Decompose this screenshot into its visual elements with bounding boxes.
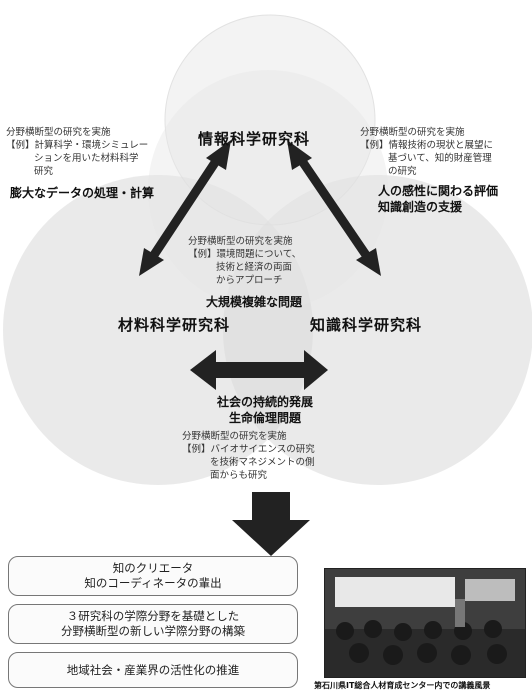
- note-top-right-bold: 人の感性に関わる評価 知識創造の支援: [378, 184, 499, 214]
- note-bottom: 分野横断型の研究を実施 【例】バイオサイエンスの研究 を技術マネジメントの側 面…: [182, 431, 315, 481]
- note-top-left: 分野横断型の研究を実施 【例】計算科学・環境シミュレー ションを用いた材料科学 …: [6, 127, 149, 177]
- note-top-left-bold: 膨大なデータの処理・計算: [10, 186, 155, 200]
- outcome-box-new-fields: ３研究科の学際分野を基礎とした 分野横断型の新しい学際分野の構築: [8, 604, 298, 644]
- note-center-bold: 大規模複雑な問題: [206, 295, 303, 309]
- note-bottom-bold: 社会の持続的発展 生命倫理問題: [216, 395, 313, 425]
- info-knowledge-arrow: [287, 140, 381, 276]
- outcome-box-creators: 知のクリエータ 知のコーディネータの輩出: [8, 556, 298, 596]
- materials-science-circle: [3, 175, 313, 485]
- knowledge-science-circle: [223, 175, 532, 485]
- down-arrow: [232, 492, 310, 556]
- node-materials-science: 材料科学研究科: [118, 316, 231, 334]
- note-top-right: 分野横断型の研究を実施 【例】情報技術の現状と展望に 基づいて、知的財産管理 の…: [360, 127, 494, 177]
- node-knowledge-science: 知識科学研究科: [310, 316, 423, 334]
- outcome-box-regional-activation: 地域社会・産業界の活性化の推進: [8, 652, 298, 688]
- central-overlap-circle: [148, 70, 388, 310]
- materials-knowledge-arrow: [190, 350, 328, 390]
- note-center: 分野横断型の研究を実施 【例】環境問題について、 技術と経済の両面 からアプロー…: [188, 236, 302, 286]
- lecture-photo: [324, 568, 526, 678]
- info-materials-arrow: [139, 140, 231, 276]
- node-info-science: 情報科学研究科: [198, 130, 311, 148]
- photo-caption: 第石川県IT総合人材育成センター内での講義風景: [314, 681, 491, 690]
